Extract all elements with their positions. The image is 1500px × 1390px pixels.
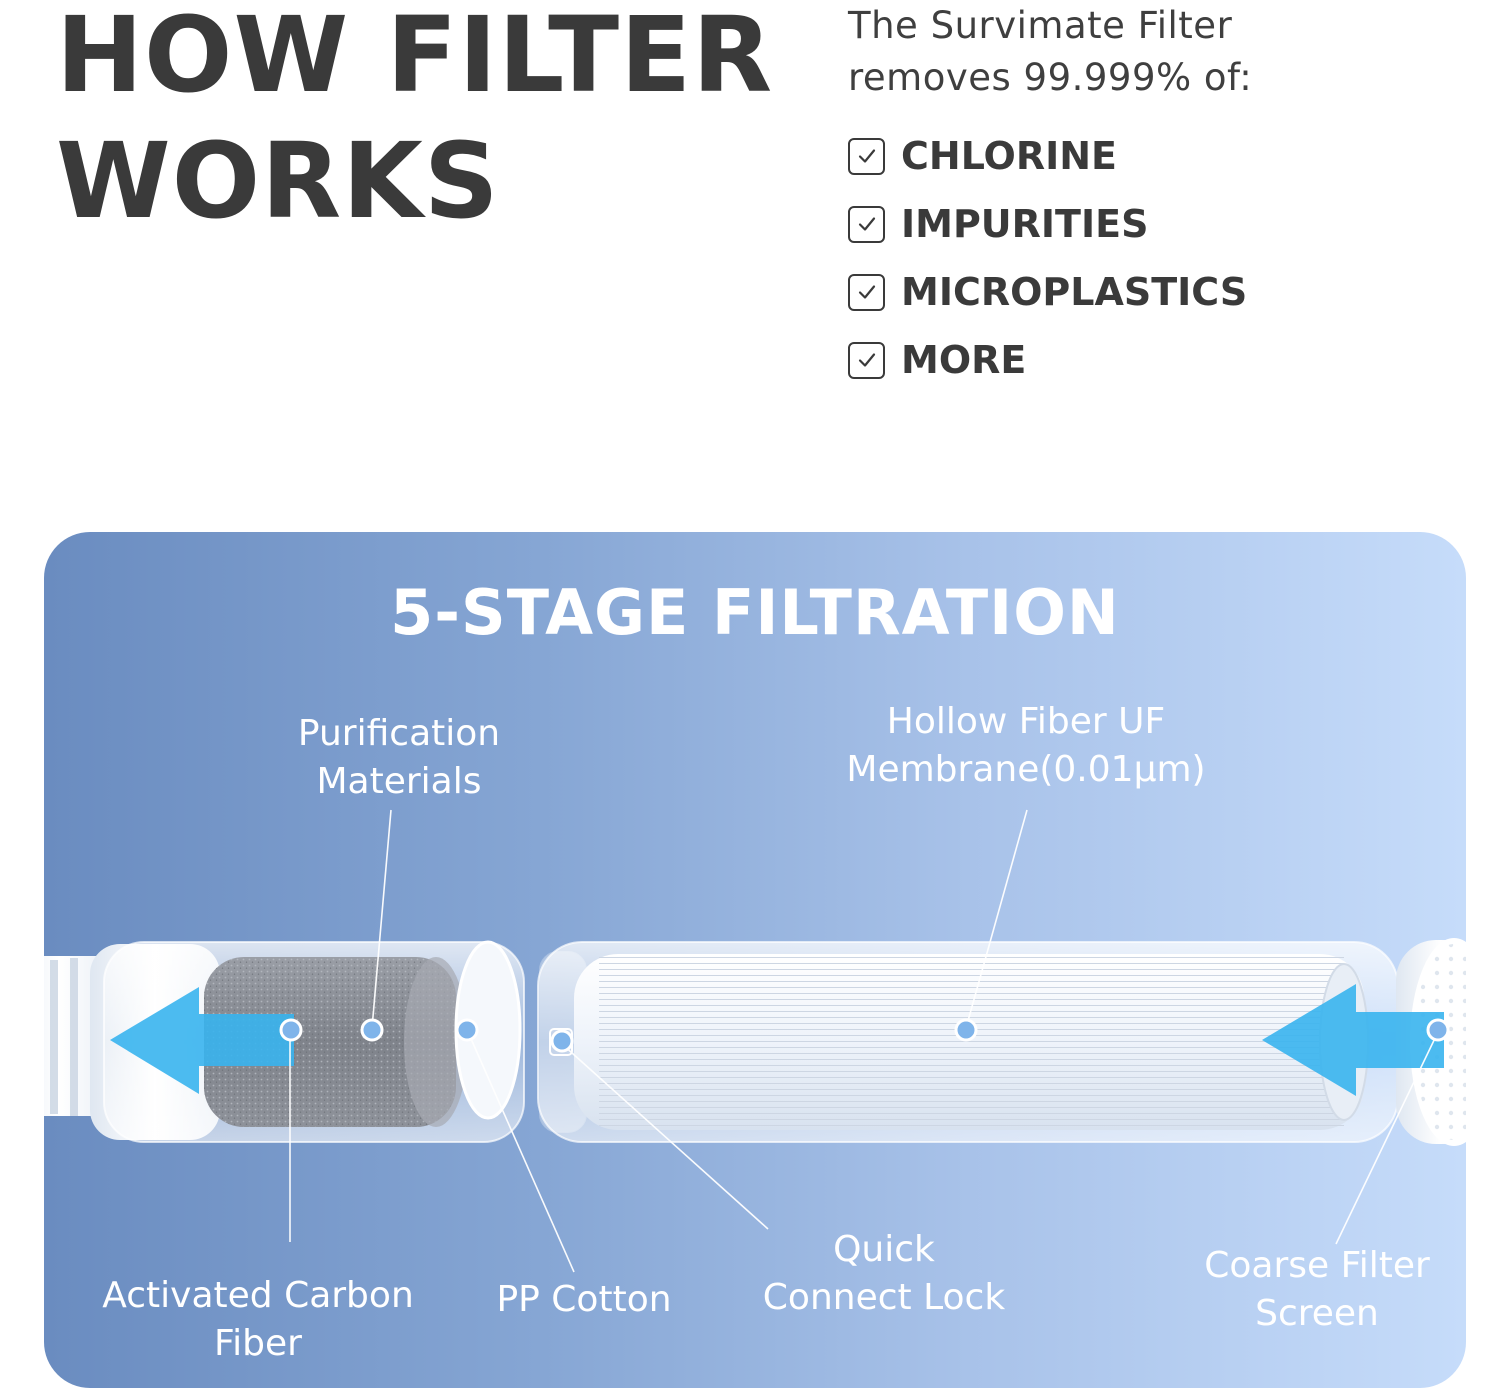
callout-coarse-filter-screen: Coarse Filter Screen [1182, 1242, 1452, 1338]
checklist-label: MICROPLASTICS [901, 270, 1248, 314]
callout-purification-materials: Purification Materials [264, 710, 534, 806]
activated-carbon-block [204, 957, 468, 1127]
marker-dot-coarse [1426, 1018, 1450, 1042]
checklist-item-chlorine: CHLORINE [848, 122, 1468, 190]
marker-dot-hollow-fiber [954, 1018, 978, 1042]
leader-line-coarse [1335, 1031, 1439, 1245]
checklist-label: MORE [901, 338, 1027, 382]
callout-line: Materials [316, 761, 482, 802]
callout-line: Activated Carbon [102, 1275, 414, 1316]
leader-line-purification [371, 809, 392, 1029]
callout-line: Coarse Filter [1204, 1245, 1430, 1286]
intro-line-2: removes 99.999% of: [848, 56, 1253, 99]
checkbox-checked-icon [848, 273, 885, 311]
headline-line-2: WORKS [56, 120, 500, 242]
callout-line: PP Cotton [496, 1279, 672, 1320]
checklist-item-microplastics: MICROPLASTICS [848, 258, 1468, 326]
leader-line-hollow-fiber [965, 809, 1028, 1029]
checklist-item-more: MORE [848, 326, 1468, 394]
filter-cartridge-diagram [44, 809, 1466, 1273]
marker-dot-carbon [279, 1018, 303, 1042]
callout-line: Fiber [214, 1323, 302, 1364]
leader-line-pp-cotton [467, 1031, 575, 1273]
intro-text: The Survimate Filter removes 99.999% of: [848, 0, 1468, 104]
callout-line: Screen [1255, 1293, 1379, 1334]
checklist-label: CHLORINE [901, 134, 1118, 178]
marker-dot-pp-cotton [455, 1018, 479, 1042]
headline-line-1: HOW FILTER [56, 0, 774, 116]
callout-line: Hollow Fiber UF [886, 701, 1166, 742]
callout-quick-connect-lock: Quick Connect Lock [734, 1226, 1034, 1322]
callout-line: Quick [833, 1229, 935, 1270]
checkbox-checked-icon [848, 137, 885, 175]
filtration-panel: 5-STAGE FILTRATION [44, 532, 1466, 1388]
checklist-label: IMPURITIES [901, 202, 1149, 246]
marker-dot-purification [360, 1018, 384, 1042]
checklist-item-impurities: IMPURITIES [848, 190, 1468, 258]
marker-dot-quick-connect [550, 1029, 574, 1053]
flow-arrow-outlet-icon [110, 987, 294, 1094]
callout-pp-cotton: PP Cotton [474, 1276, 694, 1324]
headline: HOW FILTER WORKS [56, 0, 816, 244]
callout-activated-carbon: Activated Carbon Fiber [68, 1272, 448, 1368]
flow-arrow-inlet-icon [1262, 984, 1444, 1096]
callout-hollow-fiber-membrane: Hollow Fiber UF Membrane(0.01μm) [816, 698, 1236, 794]
panel-title: 5-STAGE FILTRATION [390, 576, 1120, 649]
hollow-fiber-membrane [574, 954, 1369, 1130]
checkbox-checked-icon [848, 341, 885, 379]
checkbox-checked-icon [848, 205, 885, 243]
removal-checklist: CHLORINE IMPURITIES MICROPLASTICS MORE [848, 122, 1468, 394]
leader-line-quick-connect [561, 1043, 769, 1230]
callout-line: Purification [297, 713, 501, 754]
callout-line: Connect Lock [762, 1277, 1006, 1318]
callout-line: Membrane(0.01μm) [846, 749, 1206, 790]
intro-line-1: The Survimate Filter [848, 4, 1233, 47]
